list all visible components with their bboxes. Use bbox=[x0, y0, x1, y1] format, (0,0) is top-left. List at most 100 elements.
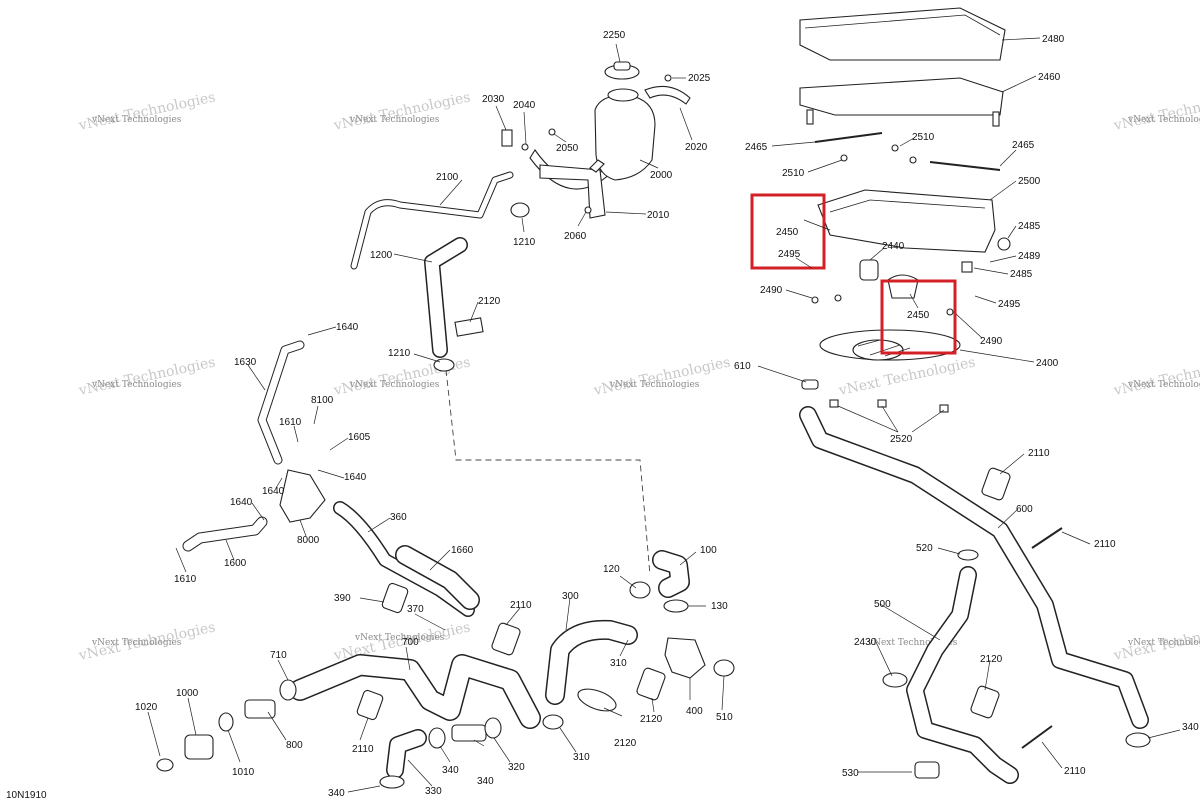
clip-2110-a bbox=[981, 467, 1011, 501]
part-label: 2510 bbox=[782, 168, 805, 179]
routing-dashed-line bbox=[445, 369, 651, 576]
part-label: 2450 bbox=[907, 310, 930, 321]
part-label: 2010 bbox=[647, 210, 670, 221]
part-label: 330 bbox=[425, 786, 442, 797]
part-label: 2110 bbox=[510, 600, 532, 611]
clamp-340-right bbox=[1125, 732, 1151, 748]
filter-foot-right bbox=[992, 111, 1000, 127]
screw-2025 bbox=[664, 74, 672, 82]
part-label: 2510 bbox=[912, 132, 935, 143]
plug-2485 bbox=[997, 237, 1011, 251]
clip-2120-right bbox=[970, 685, 1000, 719]
grommet-2520-c bbox=[939, 404, 949, 413]
watermark-text: vNext Technologies bbox=[1127, 638, 1200, 648]
watermark-text: vNext Technologies bbox=[837, 354, 977, 399]
part-label: 2485 bbox=[1018, 221, 1041, 232]
hose-360-inner bbox=[334, 502, 474, 616]
part-label: 2465 bbox=[745, 142, 768, 153]
watermark-text: vNext Technologies bbox=[332, 89, 472, 134]
valve-400 bbox=[664, 637, 706, 679]
tank-neck bbox=[607, 88, 639, 102]
clamp-2430 bbox=[882, 672, 908, 688]
clip-2120-mid bbox=[636, 667, 666, 701]
document-code: 10N1910 bbox=[6, 790, 47, 801]
clamp-510 bbox=[713, 659, 735, 677]
hose-group bbox=[182, 171, 1149, 784]
part-label: 2030 bbox=[482, 94, 505, 105]
part-label: 340 bbox=[477, 776, 494, 787]
part-label: 1610 bbox=[279, 417, 302, 428]
part-label: 800 bbox=[286, 740, 303, 751]
tie-2110-right bbox=[1031, 527, 1063, 549]
part-label: 1020 bbox=[135, 702, 158, 713]
part-label: 2120 bbox=[614, 738, 637, 749]
bolt-2060 bbox=[584, 206, 592, 214]
part-label: 2110 bbox=[1094, 539, 1116, 550]
watermark-text: vNext Technologies bbox=[91, 115, 182, 125]
part-label: 700 bbox=[402, 637, 419, 648]
part-label: 390 bbox=[334, 593, 351, 604]
fitting-1000 bbox=[184, 734, 214, 760]
part-label: 610 bbox=[734, 361, 751, 372]
clip-530 bbox=[914, 761, 940, 779]
part-label: 2100 bbox=[436, 172, 459, 183]
clip-2120-top bbox=[454, 317, 484, 337]
part-label: 2110 bbox=[1064, 766, 1086, 777]
part-label: 710 bbox=[270, 650, 287, 661]
part-label: 2250 bbox=[603, 30, 626, 41]
coolant-tank bbox=[594, 94, 656, 181]
part-label: 510 bbox=[716, 712, 733, 723]
part-label: 1610 bbox=[174, 574, 197, 585]
air-box-cover-2480 bbox=[799, 7, 1006, 61]
nut-2040 bbox=[521, 143, 529, 151]
clamp-520 bbox=[957, 549, 979, 561]
watermark-text: vNext Technologies bbox=[1112, 354, 1200, 399]
watermark-text: vNext Technologies bbox=[77, 89, 217, 134]
hose-2100-inner bbox=[351, 172, 513, 269]
watermark-text: vNext Technologies bbox=[1112, 89, 1200, 134]
grommet-2520-b bbox=[877, 399, 887, 408]
tee-800 bbox=[244, 699, 276, 719]
watermark-text: vNext Technologies bbox=[349, 380, 440, 390]
screw-2490-b bbox=[834, 294, 842, 302]
screw-2510-c bbox=[840, 154, 848, 162]
part-label: 600 bbox=[1016, 504, 1033, 515]
part-label: 2000 bbox=[650, 170, 673, 181]
part-label: 1640 bbox=[336, 322, 359, 333]
part-label: 2120 bbox=[478, 296, 501, 307]
part-label: 340 bbox=[328, 788, 345, 799]
fan-hub bbox=[852, 339, 904, 361]
screw-2490-a bbox=[811, 296, 819, 304]
clamp-1010 bbox=[218, 712, 234, 732]
part-label: 1640 bbox=[230, 497, 253, 508]
part-label: 2490 bbox=[760, 285, 783, 296]
part-label: 2430 bbox=[854, 637, 877, 648]
hose-300-inner bbox=[546, 621, 637, 704]
part-labels: 2250 2025 2030 2040 2050 2020 2000 2010 … bbox=[135, 30, 1199, 799]
strap-2465-left bbox=[814, 132, 883, 143]
part-label: 1630 bbox=[234, 357, 257, 368]
watermark-text: vNext Technologies bbox=[77, 354, 217, 399]
part-label: 130 bbox=[711, 601, 728, 612]
part-label: 310 bbox=[573, 752, 590, 763]
screw-2050 bbox=[548, 128, 556, 136]
elbow-100-inner bbox=[653, 551, 689, 597]
ring-2120-mid bbox=[577, 688, 617, 712]
highlight-box-2450-bottom bbox=[880, 279, 957, 355]
part-label: 2495 bbox=[998, 299, 1021, 310]
part-label: 2450 bbox=[776, 227, 799, 238]
part-label: 2440 bbox=[882, 241, 905, 252]
part-label: 1640 bbox=[344, 472, 367, 483]
part-label: 2485 bbox=[1010, 269, 1033, 280]
watermark-text: vNext Technologies bbox=[609, 380, 700, 390]
part-label: 1000 bbox=[176, 688, 199, 699]
part-label: 300 bbox=[562, 591, 579, 602]
part-label: 370 bbox=[407, 604, 424, 615]
leader-lines bbox=[147, 37, 1181, 793]
watermark-text: vNext Technologies bbox=[91, 638, 182, 648]
part-label: 2120 bbox=[980, 654, 1003, 665]
part-label: 120 bbox=[603, 564, 620, 575]
part-label: 2120 bbox=[640, 714, 663, 725]
part-label: 2040 bbox=[513, 100, 536, 111]
